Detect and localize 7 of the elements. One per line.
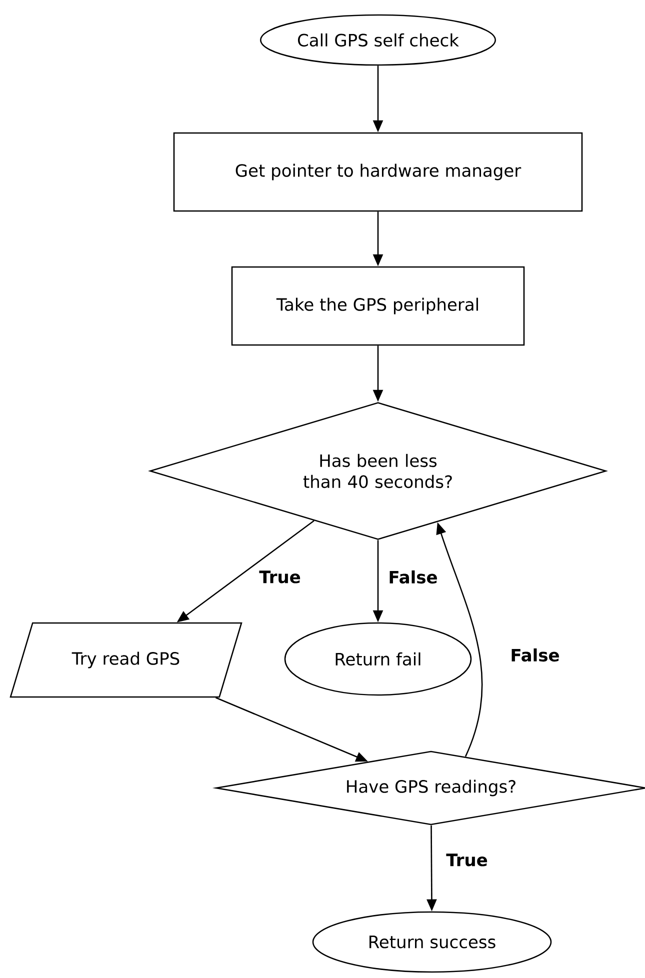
edge-label: False xyxy=(387,569,439,585)
edge-label: False xyxy=(509,647,561,663)
input-parallelogram: Try read GPS xyxy=(10,622,242,698)
edge-label: True xyxy=(258,570,302,584)
edge-label: True xyxy=(445,852,489,868)
process-box: Take the GPS peripheral xyxy=(231,266,525,346)
process-box: Get pointer to hardware manager xyxy=(173,132,583,212)
